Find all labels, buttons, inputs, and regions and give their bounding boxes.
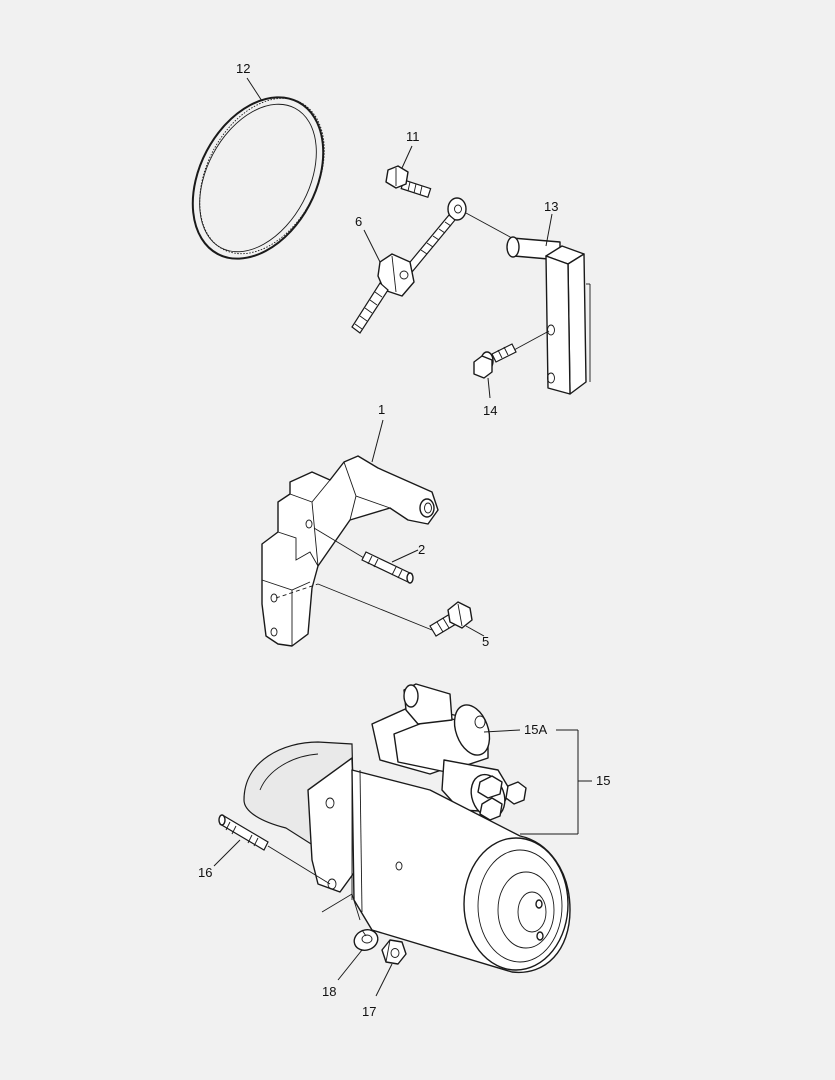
- leader-16: [213, 839, 241, 867]
- callout-14: 14: [483, 403, 497, 418]
- hidden-line-bracket: [275, 583, 319, 599]
- mounting-bracket-part-1[interactable]: [261, 455, 439, 647]
- leader-14: [487, 377, 491, 399]
- assembly-line-1-5: [317, 583, 433, 631]
- tensioner-arm-part-13[interactable]: [506, 236, 591, 395]
- flange-bolt-part-14[interactable]: [473, 330, 550, 379]
- leader-18: [337, 949, 363, 981]
- leader-1: [371, 419, 384, 463]
- leader-17: [375, 963, 393, 997]
- callout-12: 12: [236, 61, 250, 76]
- callout-6: 6: [355, 214, 362, 229]
- leader-6: [363, 229, 381, 263]
- assembly-line-16: [267, 845, 331, 885]
- callout-11: 11: [406, 129, 420, 144]
- stud-part-2[interactable]: [361, 551, 414, 584]
- bolt-part-5[interactable]: [429, 601, 473, 637]
- starter-motor-part-15[interactable]: [243, 683, 571, 974]
- callout-16: 16: [198, 865, 212, 880]
- nut-part-17[interactable]: [381, 939, 407, 965]
- callout-15A: 15A: [524, 722, 547, 737]
- callout-2: 2: [418, 542, 425, 557]
- callout-18: 18: [322, 984, 336, 999]
- leader-11: [401, 145, 413, 169]
- callout-15: 15: [596, 773, 610, 788]
- callout-5: 5: [482, 634, 489, 649]
- callout-1: 1: [378, 402, 385, 417]
- belt-part-12[interactable]: [166, 75, 349, 281]
- leader-13: [545, 213, 553, 247]
- adjuster-rod-part-6[interactable]: [351, 197, 467, 334]
- washer-part-18[interactable]: [351, 926, 380, 953]
- leader-5: [465, 625, 485, 637]
- bolt-part-11[interactable]: [385, 165, 432, 198]
- stud-part-16[interactable]: [218, 814, 269, 851]
- leader-2: [391, 549, 419, 563]
- leader-15A: [483, 729, 521, 733]
- assembly-line-washer: [321, 893, 361, 921]
- assembly-line-6-13: [465, 212, 513, 239]
- assembly-line-1-2: [313, 527, 365, 559]
- callout-13: 13: [544, 199, 558, 214]
- leader-12: [246, 77, 263, 102]
- callout-17: 17: [362, 1004, 376, 1019]
